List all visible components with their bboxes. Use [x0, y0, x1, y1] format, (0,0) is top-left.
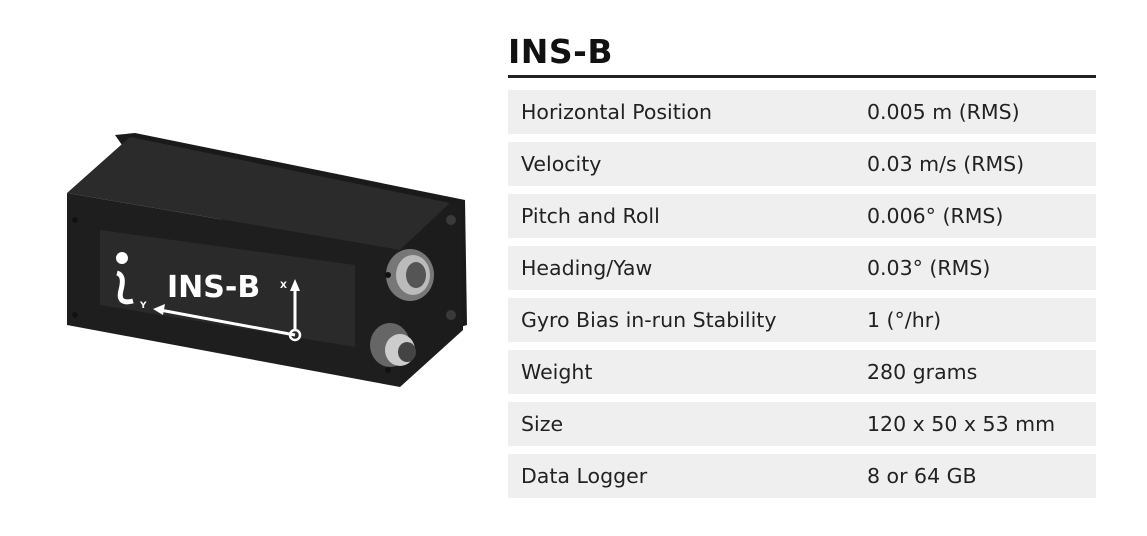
spec-label: Data Logger: [521, 464, 648, 488]
spec-row: Weight 280 grams: [508, 350, 1096, 394]
page-title: INS-B: [508, 32, 614, 71]
spec-row: Heading/Yaw 0.03° (RMS): [508, 246, 1096, 290]
spec-label: Size: [521, 412, 564, 436]
spec-row: Horizontal Position 0.005 m (RMS): [508, 90, 1096, 134]
device-label: INS-B: [167, 270, 260, 305]
spec-label: Pitch and Roll: [521, 204, 660, 228]
spec-row: Pitch and Roll 0.006° (RMS): [508, 194, 1096, 238]
spec-row: Data Logger 8 or 64 GB: [508, 454, 1096, 498]
spec-value: 1 (°/hr): [867, 308, 942, 332]
logo-dot: [116, 252, 128, 264]
spec-value: 8 or 64 GB: [867, 464, 977, 488]
spec-row: Gyro Bias in-run Stability 1 (°/hr): [508, 298, 1096, 342]
spec-label: Gyro Bias in-run Stability: [521, 308, 777, 332]
spec-row: Velocity 0.03 m/s (RMS): [508, 142, 1096, 186]
spec-value: 120 x 50 x 53 mm: [867, 412, 1056, 436]
spec-value: 0.03 m/s (RMS): [867, 152, 1025, 176]
spec-label: Heading/Yaw: [521, 256, 653, 280]
axis-x-label: X: [280, 281, 287, 291]
spec-table: Horizontal Position 0.005 m (RMS) Velocit…: [508, 90, 1096, 506]
spec-value: 0.006° (RMS): [867, 204, 1004, 228]
connector-bottom: [370, 323, 416, 367]
spec-row: Size 120 x 50 x 53 mm: [508, 402, 1096, 446]
spec-label: Weight: [521, 360, 593, 384]
product-image: INS-B Y X: [55, 125, 475, 405]
spec-label: Velocity: [521, 152, 602, 176]
title-divider: [508, 75, 1096, 78]
spec-value: 0.005 m (RMS): [867, 100, 1020, 124]
connector-top: [386, 249, 434, 301]
spec-label: Horizontal Position: [521, 100, 713, 124]
spec-value: 0.03° (RMS): [867, 256, 991, 280]
spec-value: 280 grams: [867, 360, 978, 384]
axis-y-label: Y: [139, 301, 147, 311]
